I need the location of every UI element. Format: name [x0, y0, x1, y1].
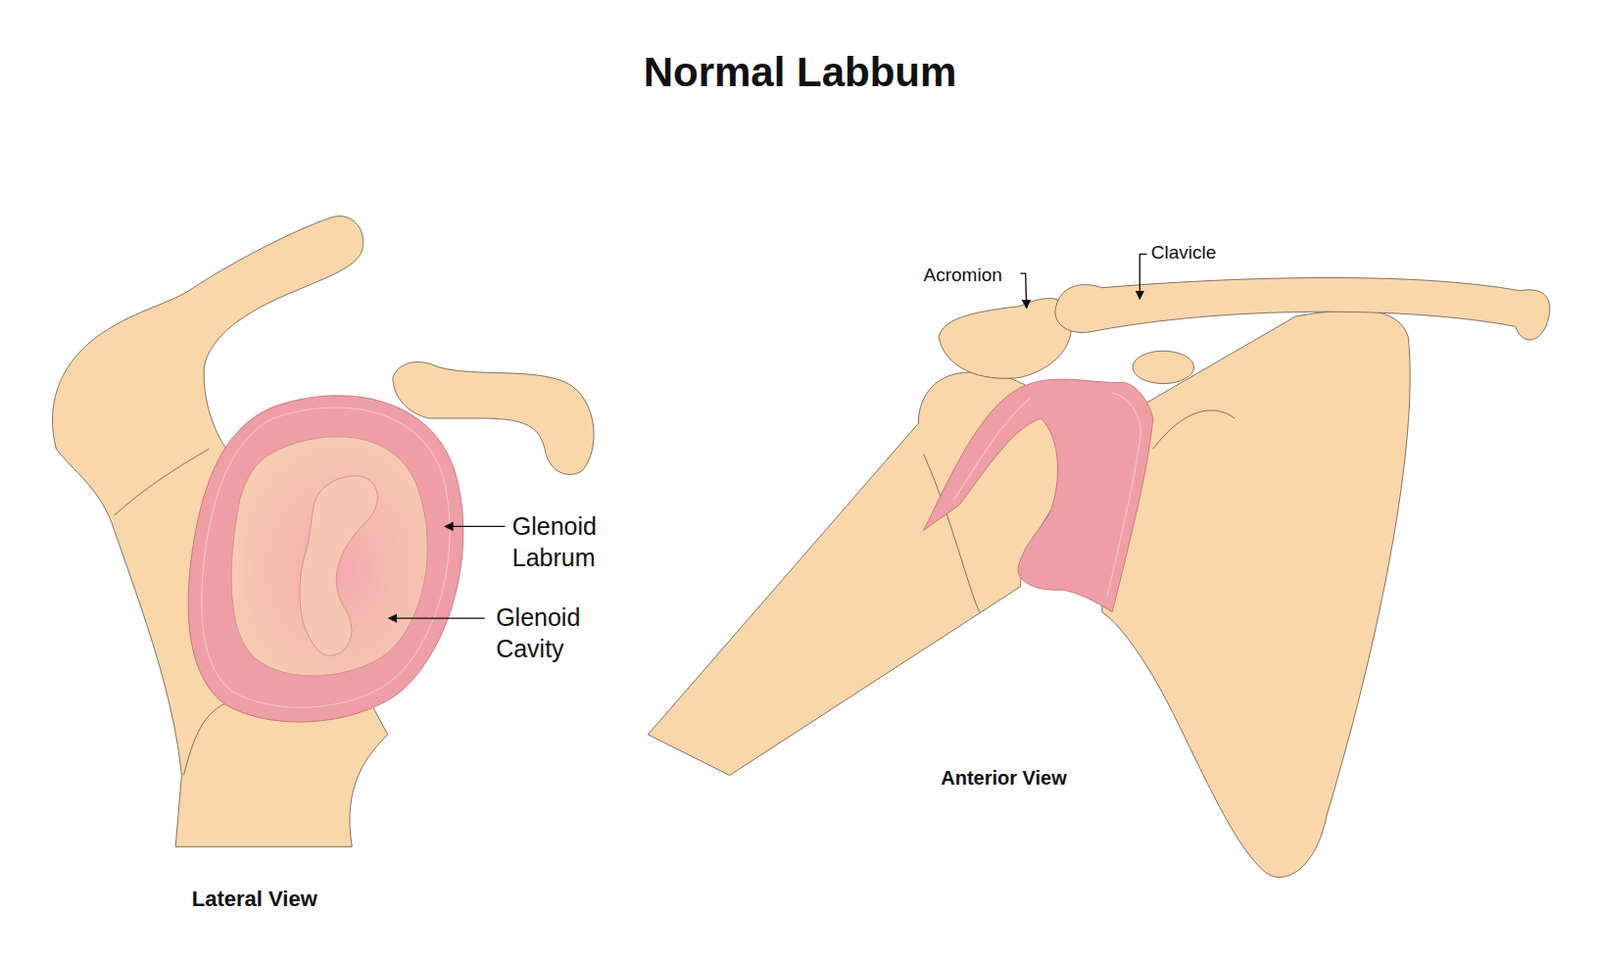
- coracoid: [1132, 350, 1194, 384]
- scapula-contour: [183, 704, 225, 776]
- part-label: Glenoid Cavity: [495, 601, 614, 665]
- part-label: Glenoid Labrum: [512, 510, 631, 574]
- cavity-contour: [299, 476, 378, 657]
- glenoid-labrum: [923, 379, 1154, 613]
- title: Normal Labbum: [643, 46, 958, 99]
- scapula-contour: [1153, 410, 1235, 449]
- glenoid-labrum: [188, 395, 464, 723]
- view-label: Lateral View: [192, 885, 318, 914]
- labrum-fibres: [201, 407, 450, 708]
- labrum-fibres: [954, 392, 1142, 597]
- leader-line: [388, 617, 485, 619]
- view-label: Anterior View: [940, 766, 1067, 792]
- scapula-contour: [114, 448, 210, 516]
- part-label: Clavicle: [1151, 241, 1217, 265]
- anterior-view-figure: [647, 277, 1550, 877]
- glenoid-cavity: [231, 436, 428, 677]
- clavicle: [1055, 277, 1551, 340]
- leader-line: [444, 526, 505, 528]
- acromion: [938, 298, 1071, 380]
- part-label: Acromion: [923, 263, 1003, 288]
- leader-line: [1139, 253, 1147, 299]
- leader-line: [1019, 273, 1026, 308]
- leader-lines: [388, 253, 1148, 619]
- scapula: [1102, 310, 1410, 878]
